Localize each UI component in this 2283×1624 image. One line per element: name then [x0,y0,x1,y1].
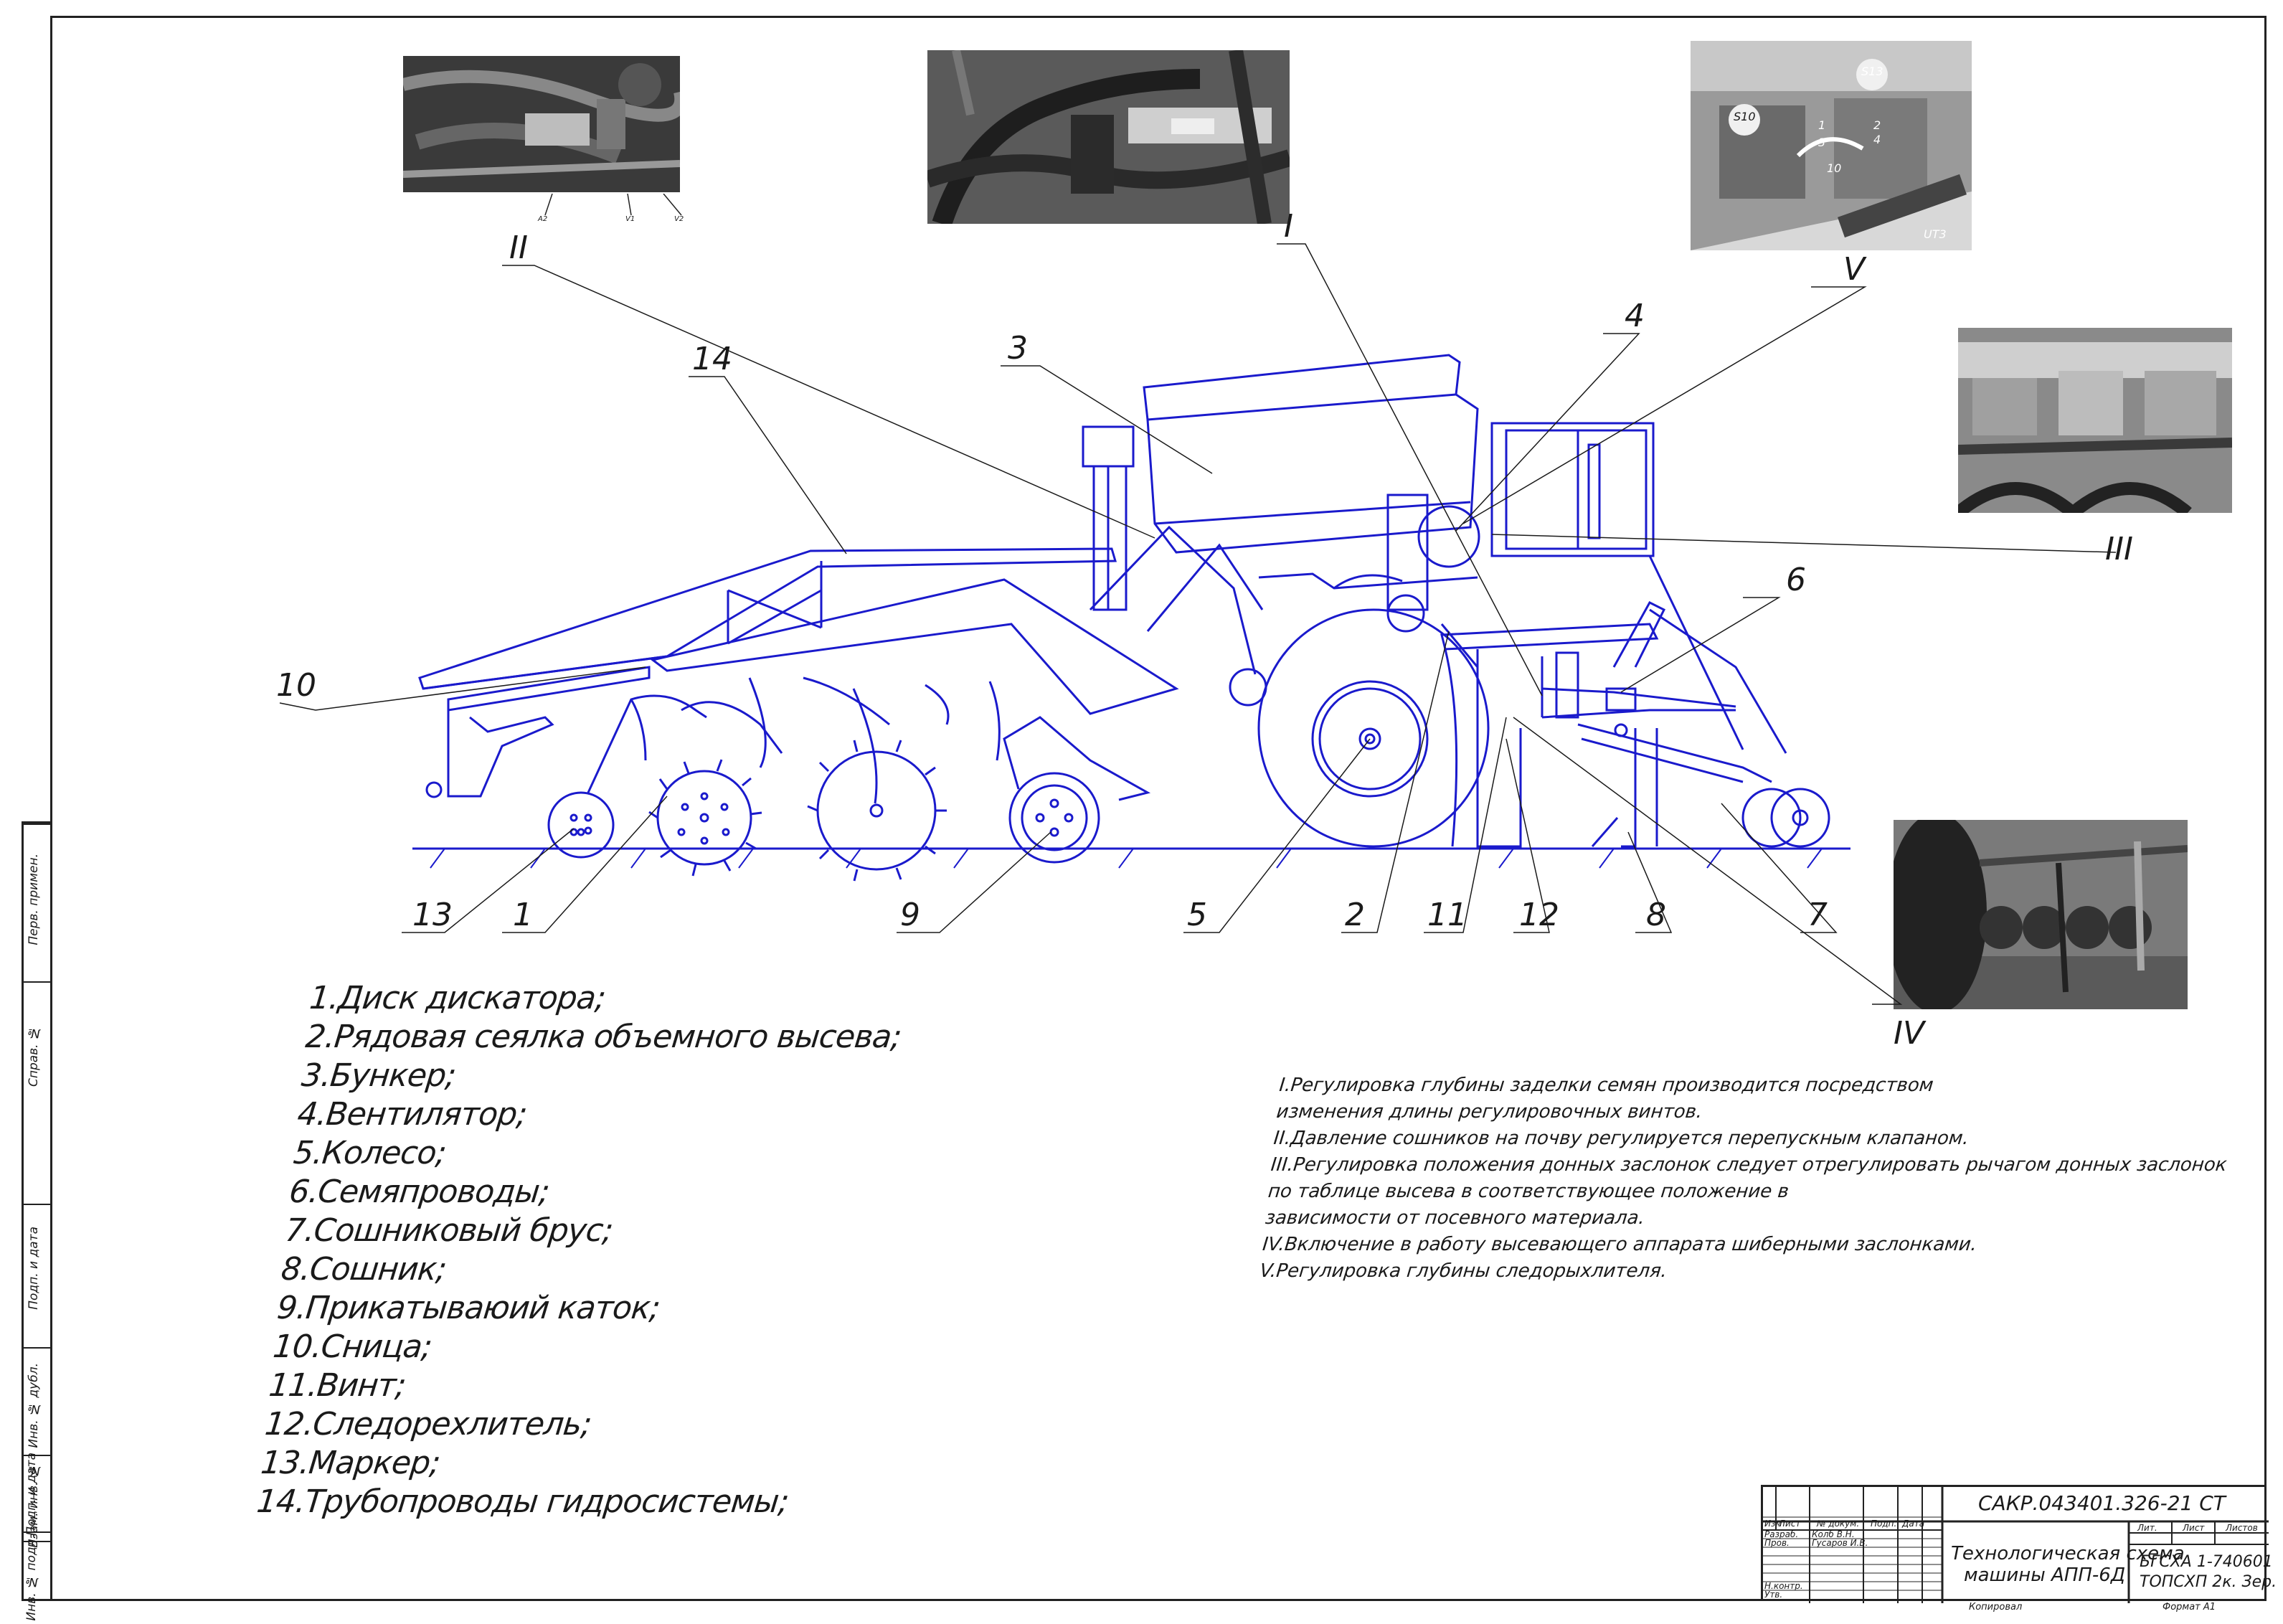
photo-label: S10 [1734,110,1756,123]
leader-lines [279,243,2117,1005]
legend-item: 4.Вентилятор; [296,1096,529,1133]
tb-sheet-col: Лит. [2137,1523,2157,1533]
tb-role: Разраб. [1764,1529,1799,1539]
main-wheel-5 [1257,608,1490,848]
callout-III: III [2105,531,2133,567]
callout-labels: 13 1 9 5 2 11 12 8 7 10 14 3 4 6 II I V … [276,208,2133,1052]
photo-label: V2 [674,215,684,223]
callout-9: 9 [900,897,920,933]
photo-label: 1 [1818,118,1826,132]
legend-item: 12.Следорехлитель; [263,1406,593,1443]
org-line2: ТОПСХП 2к. Зер. [2140,1573,2277,1591]
title-block: Изм Лист № докум. Подп. Дата Разраб. Кол… [1761,1485,2277,1603]
tb-sheet-col: Листов [2226,1523,2258,1533]
legend-item: 5.Колесо; [291,1135,448,1171]
legend-item: 7.Сошниковый брус; [283,1212,615,1249]
legend-item: 6.Семяпроводы; [287,1174,552,1210]
note-line: V.Регулировка глубины следорыхлителя. [1258,1260,1668,1282]
callout-8: 8 [1646,897,1666,933]
callout-5: 5 [1187,897,1207,933]
note-line: по таблице высева в соответствующее поло… [1267,1181,1790,1202]
callout-14: 14 [692,341,732,377]
note-line: II.Давление сошников на почву регулирует… [1272,1128,1970,1149]
photo-label: 4 [1873,133,1881,146]
callout-2: 2 [1345,897,1365,933]
note-line: изменения длины регулировочных винтов. [1275,1101,1703,1123]
tb-header: Изм [1764,1519,1782,1529]
legend-item: 1.Диск дискатора; [308,980,608,1016]
callout-13: 13 [412,897,453,933]
legend-item: 10.Сница; [271,1328,434,1365]
format-label: Формат А1 [2163,1602,2216,1613]
photo-hydraulic-valve [403,56,680,192]
photo-label: UT3 [1924,227,1947,241]
tb-name: Гусаров И.В. [1812,1538,1868,1548]
legend-item: 11.Винт; [267,1367,407,1404]
doc-title-line1: Технологическая схема [1951,1543,2185,1564]
callout-II: II [509,230,528,266]
note-line: зависимости от посевного материала. [1264,1207,1646,1229]
photo-label: 2 [1873,118,1881,132]
legend-item: 8.Сошник; [279,1251,448,1288]
callout-V: V [1843,251,1867,288]
callout-11: 11 [1427,897,1467,933]
machine-outline [412,354,1850,882]
photo-label: 3 [1818,136,1826,149]
doc-code: САКР.043401.326-21 СТ [1978,1491,2226,1515]
legend-item: 13.Маркер; [259,1445,442,1481]
tb-header: Лист [1779,1519,1801,1529]
drawing-frame [50,16,2267,1601]
legend-item: 14.Трубопроводы гидросистемы; [255,1483,790,1520]
adjustment-notes: I.Регулировка глубины заделки семян прои… [1258,1072,2236,1285]
tb-name: Колб В.Н. [1812,1529,1855,1539]
tb-header: № докум. [1817,1519,1860,1529]
tb-header: Подп. [1871,1519,1897,1529]
note-line: III.Регулировка положения донных заслоно… [1270,1154,2228,1176]
doc-title-line2: машины АПП-6Д [1964,1564,2126,1586]
callout-12: 12 [1519,897,1559,933]
callout-3: 3 [1008,330,1028,367]
callout-1: 1 [513,897,533,933]
photo-label: S13 [1861,65,1883,78]
tb-role: Пров. [1764,1538,1790,1548]
photo-label: A2 [538,215,548,223]
photo-field-disks [1894,820,2188,1009]
callout-7: 7 [1807,897,1828,933]
org-line1: БГСХА 1-740601 [2140,1553,2273,1571]
callout-6: 6 [1786,562,1806,598]
tb-sheet-col: Лист [2183,1523,2205,1533]
legend-item: 3.Бункер; [299,1057,458,1094]
tb-role: Н.контр. [1764,1581,1803,1591]
photo-label: V1 [625,215,635,223]
photo-seed-meter: S10 S13 1 2 3 4 10 UT3 [1691,41,1972,250]
callout-IV: IV [1894,1015,1927,1052]
tb-role: Утв. [1764,1590,1783,1600]
packer-roller-9 [988,681,1151,864]
photo-label: 10 [1827,161,1842,175]
callout-I: I [1284,208,1293,245]
callout-4: 4 [1625,298,1645,334]
callout-10: 10 [276,667,316,704]
copied-label: Копировал [1969,1602,2023,1613]
disk-2 [807,740,947,882]
photo-hoses [927,50,1290,224]
parts-legend: 1.Диск дискатора; 2.Рядовая сеялка объем… [255,979,907,1521]
side-stamp-strip: Перв. примен. Справ. № Подп. и дата Инв.… [22,821,50,1601]
disk-1 [648,759,762,877]
legend-item: 9.Прикатываюий каток; [275,1290,662,1326]
note-line: I.Регулировка глубины заделки семян прои… [1278,1075,1935,1096]
tb-header: Дата [1902,1519,1925,1529]
photo-metering-units [1958,328,2232,513]
note-line: IV.Включение в работу высевающего аппара… [1261,1234,1978,1255]
legend-item: 2.Рядовая сеялка объемного высева; [303,1019,903,1055]
